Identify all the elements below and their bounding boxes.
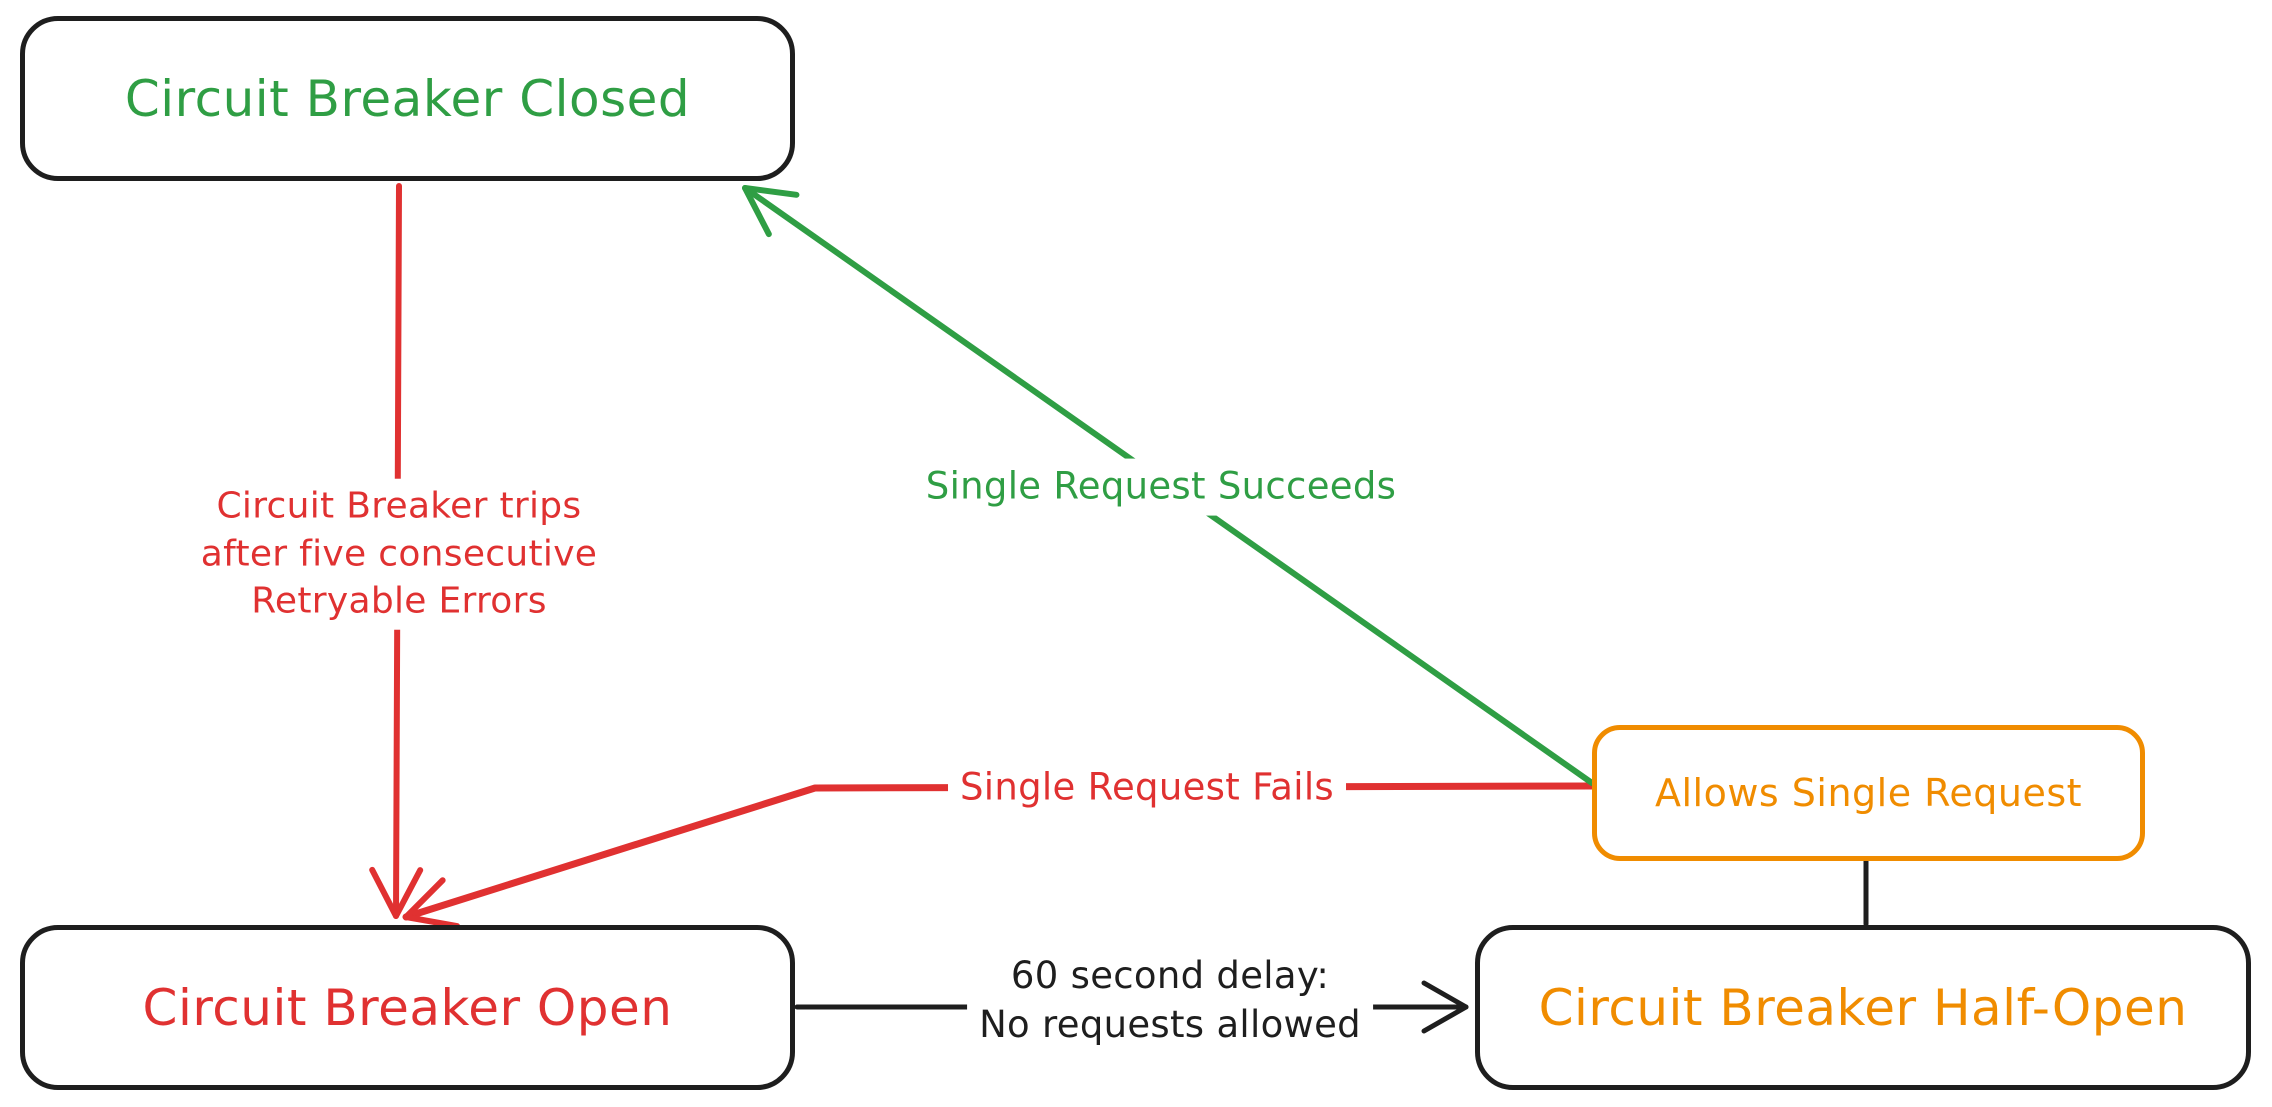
edge-succeeds-label: Single Request Succeeds — [913, 458, 1409, 516]
node-circuit-breaker-closed: Circuit Breaker Closed — [20, 16, 795, 181]
edge-trips-label: Circuit Breaker trips after five consecu… — [188, 478, 610, 630]
node-circuit-breaker-half-open: Circuit Breaker Half-Open — [1475, 925, 2251, 1090]
node-circuit-breaker-open: Circuit Breaker Open — [20, 925, 795, 1090]
node-circuit-breaker-closed-label: Circuit Breaker Closed — [124, 69, 691, 128]
node-allows-single-request: Allows Single Request — [1592, 725, 2145, 861]
node-circuit-breaker-open-label: Circuit Breaker Open — [142, 978, 673, 1037]
edge-delay-label: 60 second delay: No requests allowed — [967, 948, 1373, 1054]
node-allows-single-request-label: Allows Single Request — [1654, 771, 2083, 815]
node-circuit-breaker-half-open-label: Circuit Breaker Half-Open — [1538, 978, 2188, 1037]
edge-fails-label: Single Request Fails — [948, 759, 1346, 817]
